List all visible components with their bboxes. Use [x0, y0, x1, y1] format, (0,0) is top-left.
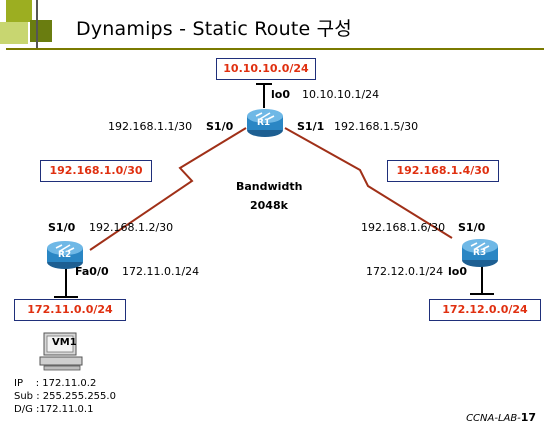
- bandwidth-label: Bandwidth: [236, 180, 303, 193]
- router-r2-icon: [47, 241, 83, 269]
- network-r2-lan: 172.11.0.0/24: [14, 299, 126, 321]
- r3-lo0-ip: 172.12.0.1/24: [366, 265, 444, 278]
- vm1-computer-icon: [39, 332, 83, 371]
- r2-s10-ip: 192.168.1.2/30: [89, 221, 174, 234]
- bandwidth-value: 2048k: [250, 199, 288, 212]
- network-r1-r2-link: 192.168.1.0/30: [40, 160, 152, 182]
- r1-lo0-ip: 10.10.10.1/24: [302, 88, 380, 101]
- r1-s11-interface: S1/1: [297, 120, 325, 133]
- vm1-name: VM1: [52, 337, 77, 348]
- router-r1-name: R1: [257, 118, 271, 128]
- router-r3-name: R3: [473, 248, 487, 258]
- r1-s10-interface: S1/0: [206, 120, 234, 133]
- network-r3-lan: 172.12.0.0/24: [429, 299, 541, 321]
- r1-s11-ip: 192.168.1.5/30: [334, 120, 419, 133]
- r2-s10-interface: S1/0: [48, 221, 76, 234]
- router-r3-icon: [462, 239, 498, 267]
- router-r1-icon: [247, 109, 283, 137]
- header-decoration: [0, 0, 70, 50]
- r3-s10-ip: 192.168.1.6/30: [361, 221, 446, 234]
- vm1-ip-row: IP : 172.11.0.2: [14, 378, 97, 389]
- footer-page-label: CCNA-LAB-17: [466, 411, 536, 424]
- vm1-subnet-row: Sub : 255.255.255.0: [14, 391, 116, 402]
- r1-lo0-interface: lo0: [271, 88, 290, 101]
- r2-fa00-ip: 172.11.0.1/24: [122, 265, 200, 278]
- r1-r2-serial-link: [89, 127, 247, 251]
- router-r2-name: R2: [58, 250, 72, 260]
- vm1-gateway-row: D/G :172.11.0.1: [14, 404, 94, 415]
- r2-fa00-interface: Fa0/0: [75, 265, 109, 278]
- r1-r3-serial-link: [284, 127, 453, 239]
- r1-s10-ip: 192.168.1.1/30: [108, 120, 193, 133]
- title-underline: [6, 48, 544, 50]
- page-title: Dynamips - Static Route 구성: [76, 18, 352, 40]
- network-r1-r3-link: 192.168.1.4/30: [387, 160, 499, 182]
- r3-lo0-interface: lo0: [448, 265, 467, 278]
- network-r1-loopback: 10.10.10.0/24: [216, 58, 316, 80]
- r3-s10-interface: S1/0: [458, 221, 486, 234]
